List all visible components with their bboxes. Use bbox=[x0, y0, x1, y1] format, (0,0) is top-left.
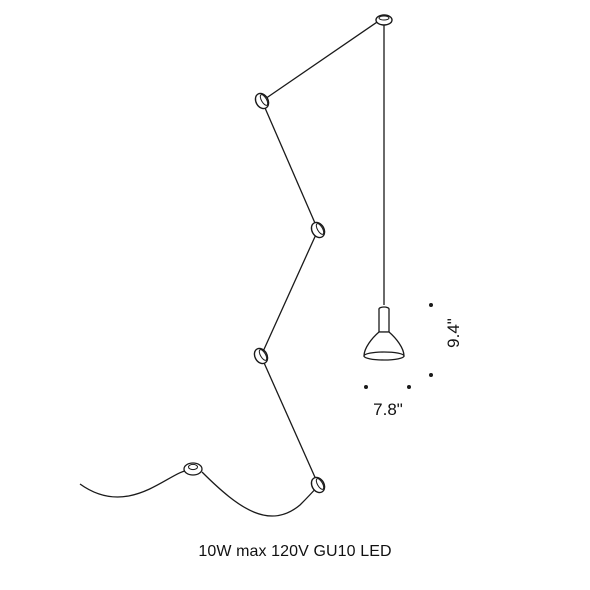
anchor-upper-left bbox=[254, 92, 270, 110]
height-dimension-markers bbox=[429, 303, 433, 377]
cord-switch bbox=[183, 462, 203, 476]
width-dimension-markers bbox=[364, 385, 411, 389]
anchor-top bbox=[375, 14, 393, 26]
anchor-lower-left bbox=[253, 347, 269, 365]
pendant-shade bbox=[363, 306, 405, 361]
floor-cable bbox=[79, 469, 319, 517]
anchor-middle-right bbox=[310, 221, 326, 239]
spec-caption: 10W max 120V GU10 LED bbox=[198, 543, 392, 560]
height-label: 9.4" bbox=[444, 318, 463, 348]
zigzag-cable bbox=[260, 17, 384, 485]
anchor-bottom bbox=[310, 476, 326, 494]
width-label: 7.8" bbox=[373, 400, 403, 419]
